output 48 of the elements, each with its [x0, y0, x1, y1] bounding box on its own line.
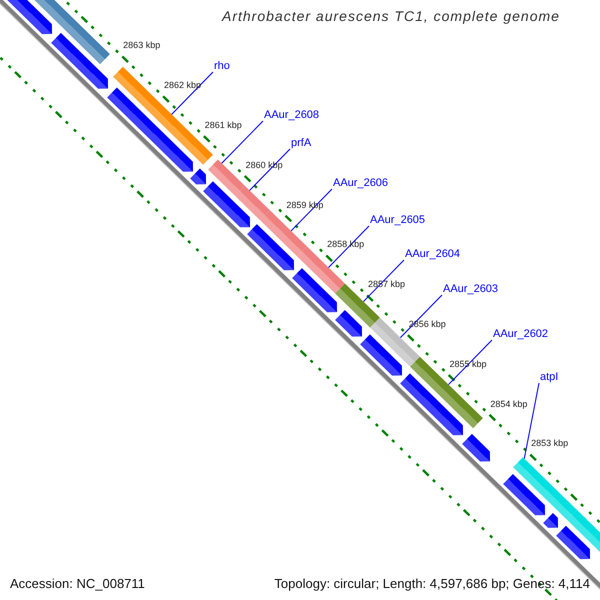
- gene-bar: [513, 457, 563, 506]
- gene-block: [360, 334, 402, 376]
- gene-block: [203, 181, 250, 228]
- leader-line: [362, 260, 404, 302]
- gene-label: AAur_2606: [333, 177, 388, 190]
- scale-label: 2854 kbp: [490, 398, 528, 409]
- gene-bar: [567, 510, 600, 552]
- gene-block: [543, 513, 558, 528]
- leader-line: [328, 226, 370, 268]
- gene-label: AAur_2602: [493, 328, 548, 341]
- accession-text: Accession: NC_008711: [10, 577, 145, 592]
- gene-block: [335, 310, 362, 337]
- gene-bar: [260, 210, 307, 256]
- genome-info-text: Topology: circular; Length: 4,597,686 bp; Genes: 4,114: [274, 577, 590, 592]
- scale-label: 2861 kbp: [204, 120, 242, 130]
- scale-label: 2858 kbp: [327, 239, 364, 250]
- gene-label: AAur_2605: [370, 214, 426, 227]
- leader-line: [290, 188, 332, 232]
- leader-line: [221, 120, 264, 164]
- gene-block: [190, 168, 206, 184]
- gene-block: [556, 526, 590, 560]
- gene-bar: [297, 246, 345, 294]
- gene-label: atpI: [540, 371, 558, 384]
- gene-block: [462, 434, 490, 462]
- scale-label: 2863 kbp: [123, 40, 160, 51]
- gene-block: [51, 32, 108, 89]
- gene-bar: [553, 496, 577, 520]
- gene-block: [503, 474, 545, 516]
- gene-label: AAur_2603: [443, 283, 498, 296]
- scale-label: 2862 kbp: [164, 80, 202, 90]
- leader-line: [400, 294, 442, 338]
- gene-block: [400, 373, 463, 436]
- gene-label: AAur_2604: [405, 248, 460, 261]
- scale-label: 2853 kbp: [531, 438, 568, 449]
- scale-label: 2855 kbp: [450, 358, 487, 370]
- leader-line: [448, 340, 492, 386]
- gene-bar: [208, 160, 245, 196]
- diagram-title: Arthrobacter aurescens TC1, complete genome: [222, 8, 560, 24]
- gene-bar: [235, 186, 270, 220]
- gene-label: AAur_2608: [264, 109, 320, 122]
- leader-line: [249, 148, 290, 191]
- gene-block: [247, 224, 294, 270]
- gene-label: prfA: [291, 137, 312, 150]
- leader-line: [524, 382, 540, 460]
- leader-line: [171, 72, 214, 115]
- gene-label: rho: [214, 60, 230, 73]
- gene-block: [292, 268, 337, 312]
- gene-block: [7, 0, 52, 34]
